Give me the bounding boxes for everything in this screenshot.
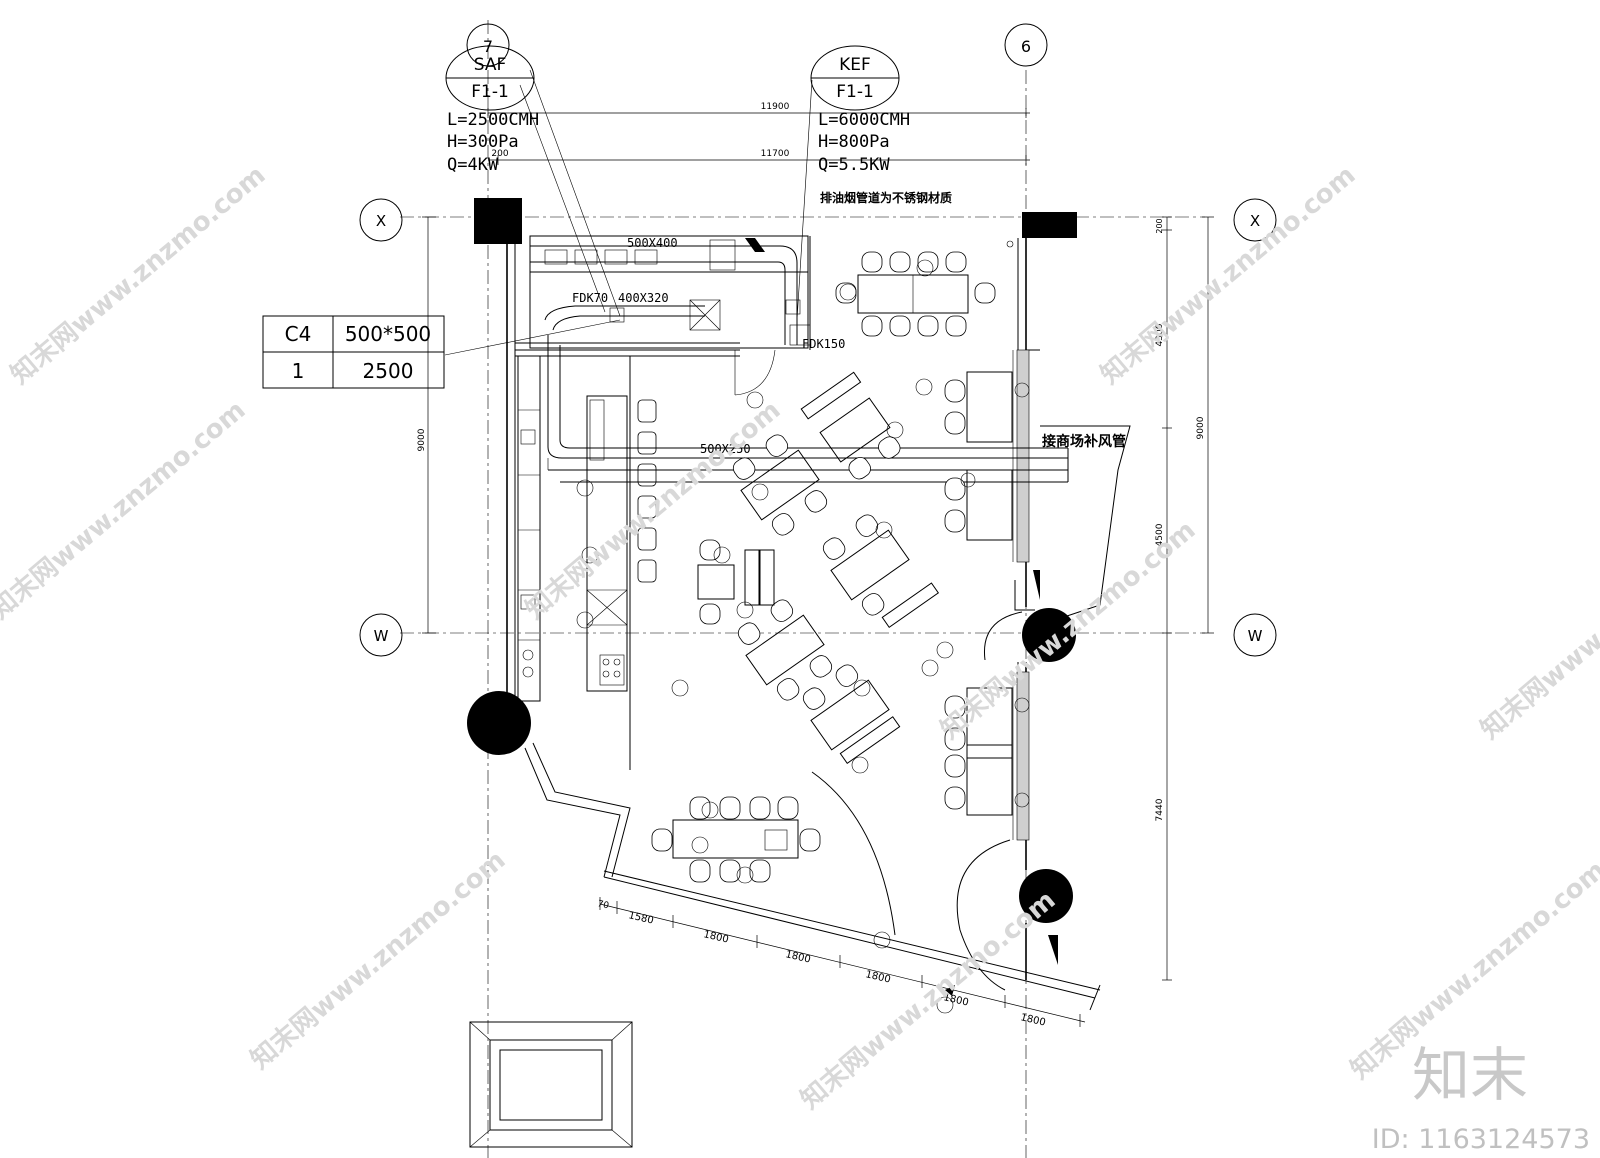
fire-damper-fdk70: FDK70 (572, 291, 608, 305)
mall-supply-note: 接商场补风管 (1042, 433, 1126, 450)
dim-right-200: 200 (1155, 218, 1164, 233)
grid-bubble-col6: 6 (1004, 23, 1048, 67)
watermark-brand: 知末 (1412, 1041, 1528, 1109)
dining-table-4 (737, 599, 833, 701)
saf-flow: L=2500CMH (447, 110, 539, 130)
dim-bottom-1800-c: 1800 (864, 969, 891, 985)
watermark-site-1: 知末网www.znzmo.com (5, 160, 271, 390)
ductwork (530, 238, 1069, 483)
outdoor-planter (469, 1021, 633, 1148)
dim-right-4300: 4300 (1155, 323, 1165, 346)
fire-damper-fdk150: FDK150 (802, 337, 845, 351)
dim-right-4500: 4500 (1155, 523, 1165, 546)
curved-partitions (734, 349, 1058, 996)
grid-bubble-w-left: W (359, 613, 403, 657)
right-wall-panels (1012, 349, 1030, 841)
dining-table-3 (822, 514, 940, 628)
saf-power: Q=4KW (447, 155, 499, 175)
duct-label-400x320: 400X320 (618, 291, 669, 305)
saf-code: F1-1 (471, 82, 509, 102)
grid-label-x-left: X (376, 212, 386, 230)
watermark-site-9: 知末网www.znzmo.com (1475, 515, 1600, 745)
left-dimension: 9000 (417, 216, 436, 634)
watermark-id: ID: 1163124573 (1372, 1124, 1590, 1155)
watermark-site-3: 知末网www.znzmo.com (1095, 160, 1361, 390)
private-room (835, 240, 1014, 337)
grid-bubble-x-left: X (359, 198, 403, 242)
dim-bottom-1580: 1580 (627, 910, 654, 926)
dim-bottom-1800-a: 1800 (702, 929, 729, 945)
kef-flow: L=6000CMH (818, 110, 910, 130)
kitchen-area (515, 235, 811, 770)
dim-right-7440: 7440 (1155, 798, 1165, 821)
dim-top-11900: 11900 (761, 102, 790, 112)
stainless-steel-note: 排油烟管道为不锈钢材质 (820, 190, 952, 205)
watermark-site-5: 知末网www.znzmo.com (935, 515, 1201, 745)
booths (944, 371, 1013, 816)
structural-columns (467, 198, 1077, 923)
kef-power: Q=5.5KW (818, 155, 890, 175)
dim-bottom-1800-b: 1800 (784, 949, 811, 965)
duct-label-500x250: 500X250 (700, 442, 751, 456)
watermark-site-6: 知末网www.znzmo.com (245, 845, 511, 1075)
dim-right-9000: 9000 (1196, 416, 1206, 439)
grid-label-x-right: X (1250, 212, 1260, 230)
watermark-site-7: 知末网www.znzmo.com (795, 885, 1061, 1115)
dim-top-11700: 11700 (761, 149, 790, 159)
duct-label-500x400: 500X400 (627, 236, 678, 250)
kef-pressure: H=800Pa (818, 132, 890, 152)
grid-lines (400, 20, 1205, 1158)
grid-bubble-x-right: X (1233, 198, 1277, 242)
grid-label-col6: 6 (1021, 37, 1031, 56)
dining-table-6 (697, 539, 775, 625)
dining-table-1 (800, 371, 901, 480)
people-figures (576, 259, 1030, 1014)
top-dimensions: 11900 11700 200 (487, 102, 1030, 165)
dim-bottom-70: 70 (596, 899, 610, 911)
grid-label-w-left: W (374, 627, 389, 645)
leader-lines (444, 69, 813, 356)
saf-pressure: H=300Pa (447, 132, 519, 152)
schedule-r1c2: 500*500 (345, 322, 431, 346)
kef-tag: KEF F1-1 L=6000CMH H=800Pa Q=5.5KW (810, 45, 910, 175)
watermark-site-4: 知末网www.znzmo.com (0, 395, 251, 625)
schedule-r2c2: 2500 (363, 359, 414, 383)
dining-table-2 (732, 434, 828, 536)
kef-name: KEF (839, 55, 871, 75)
grid-label-w-right: W (1248, 627, 1263, 645)
kef-code: F1-1 (836, 82, 874, 102)
saf-name: SAF (474, 55, 507, 75)
air-outlet-schedule: C4 500*500 1 2500 (262, 315, 445, 389)
dining-table-5 (802, 664, 901, 765)
dim-bottom-1800-e: 1800 (1019, 1012, 1046, 1028)
long-table (651, 796, 821, 883)
grid-bubble-w-right: W (1233, 613, 1277, 657)
dim-left-9000: 9000 (417, 428, 427, 451)
right-dimensions: 200 4300 4500 7440 9000 (1155, 216, 1214, 981)
schedule-r2c1: 1 (292, 359, 305, 383)
schedule-r1c1: C4 (285, 322, 312, 346)
dim-top-200: 200 (491, 149, 508, 159)
saf-tag: SAF F1-1 L=2500CMH H=300Pa Q=4KW (445, 45, 539, 175)
